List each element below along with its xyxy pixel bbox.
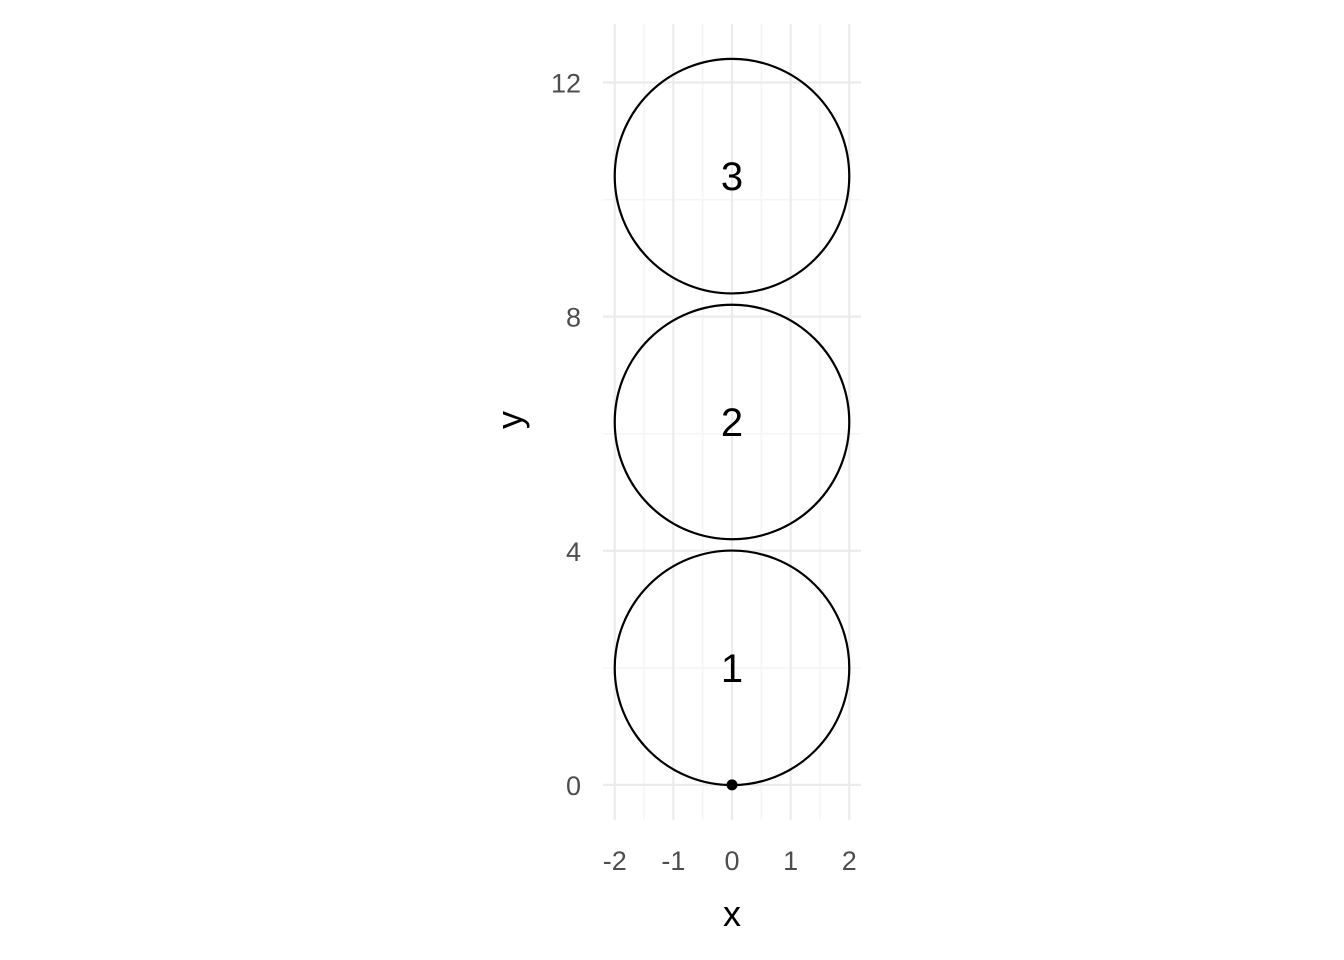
circle-label-2: 2	[721, 401, 743, 445]
x-axis-tick-labels: -2 -1 0 1 2	[603, 846, 857, 876]
x-tick-label: -1	[661, 846, 685, 876]
y-tick-label: 0	[566, 771, 581, 801]
points-layer	[726, 779, 738, 791]
circle-2	[613, 303, 851, 541]
circle-label-3: 3	[721, 155, 743, 199]
circle-label-1: 1	[721, 647, 743, 691]
y-tick-label: 12	[551, 69, 581, 99]
circle-3	[613, 57, 851, 295]
x-tick-label: 2	[842, 846, 857, 876]
x-tick-label: -2	[603, 846, 627, 876]
y-tick-label: 8	[566, 303, 581, 333]
y-axis-tick-labels: 0 4 8 12	[551, 69, 581, 801]
data-point	[726, 779, 738, 791]
x-axis-title: x	[723, 893, 741, 934]
x-tick-label: 1	[783, 846, 798, 876]
x-tick-label: 0	[724, 846, 739, 876]
circles-layer: 1 2 3	[613, 57, 851, 787]
y-tick-label: 4	[566, 537, 581, 567]
y-axis-title: y	[489, 411, 530, 429]
